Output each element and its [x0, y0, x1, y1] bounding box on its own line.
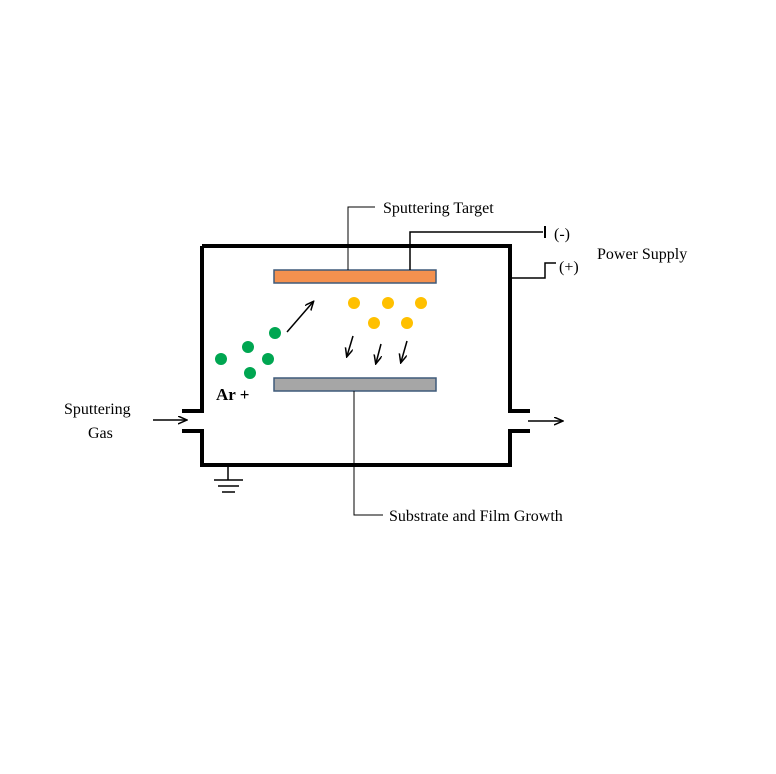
sputtering-target-label: Sputtering Target: [383, 200, 494, 217]
argon-ion-particle: [244, 367, 256, 379]
sputtered-atom-particle: [415, 297, 427, 309]
deposition-arrow: [376, 343, 381, 363]
deposition-arrow: [401, 340, 408, 362]
target-leader-line: [347, 206, 375, 270]
negative-wire: [409, 231, 543, 270]
sputtered-atom-group: [348, 297, 427, 329]
argon-ion-particle: [215, 353, 227, 365]
sputtering-target-plate: [273, 269, 437, 284]
gas-inlet-label-line2: Gas: [88, 425, 113, 442]
positive-terminal-label: (+): [559, 259, 579, 276]
positive-wire: [510, 262, 556, 279]
sputtered-atom-particle: [368, 317, 380, 329]
power-supply-label: Power Supply: [597, 246, 687, 263]
argon-ion-particle: [269, 327, 281, 339]
ion-trajectory-arrow: [286, 302, 313, 333]
argon-ion-group: [215, 327, 281, 379]
argon-ion-particle: [242, 341, 254, 353]
chamber-wall: [182, 244, 530, 467]
argon-ion-particle: [262, 353, 274, 365]
substrate-label: Substrate and Film Growth: [389, 508, 563, 525]
negative-terminal-label: (-): [554, 226, 570, 243]
argon-ion-label: Ar +: [216, 385, 249, 404]
sputtered-atom-particle: [348, 297, 360, 309]
deposition-arrow: [347, 335, 354, 356]
gas-inlet-label-line1: Sputtering: [64, 401, 131, 418]
substrate-leader-line: [353, 391, 383, 516]
sputtered-atom-particle: [401, 317, 413, 329]
sputtered-atom-particle: [382, 297, 394, 309]
substrate-plate: [273, 377, 437, 392]
ground-symbol: [214, 465, 243, 493]
